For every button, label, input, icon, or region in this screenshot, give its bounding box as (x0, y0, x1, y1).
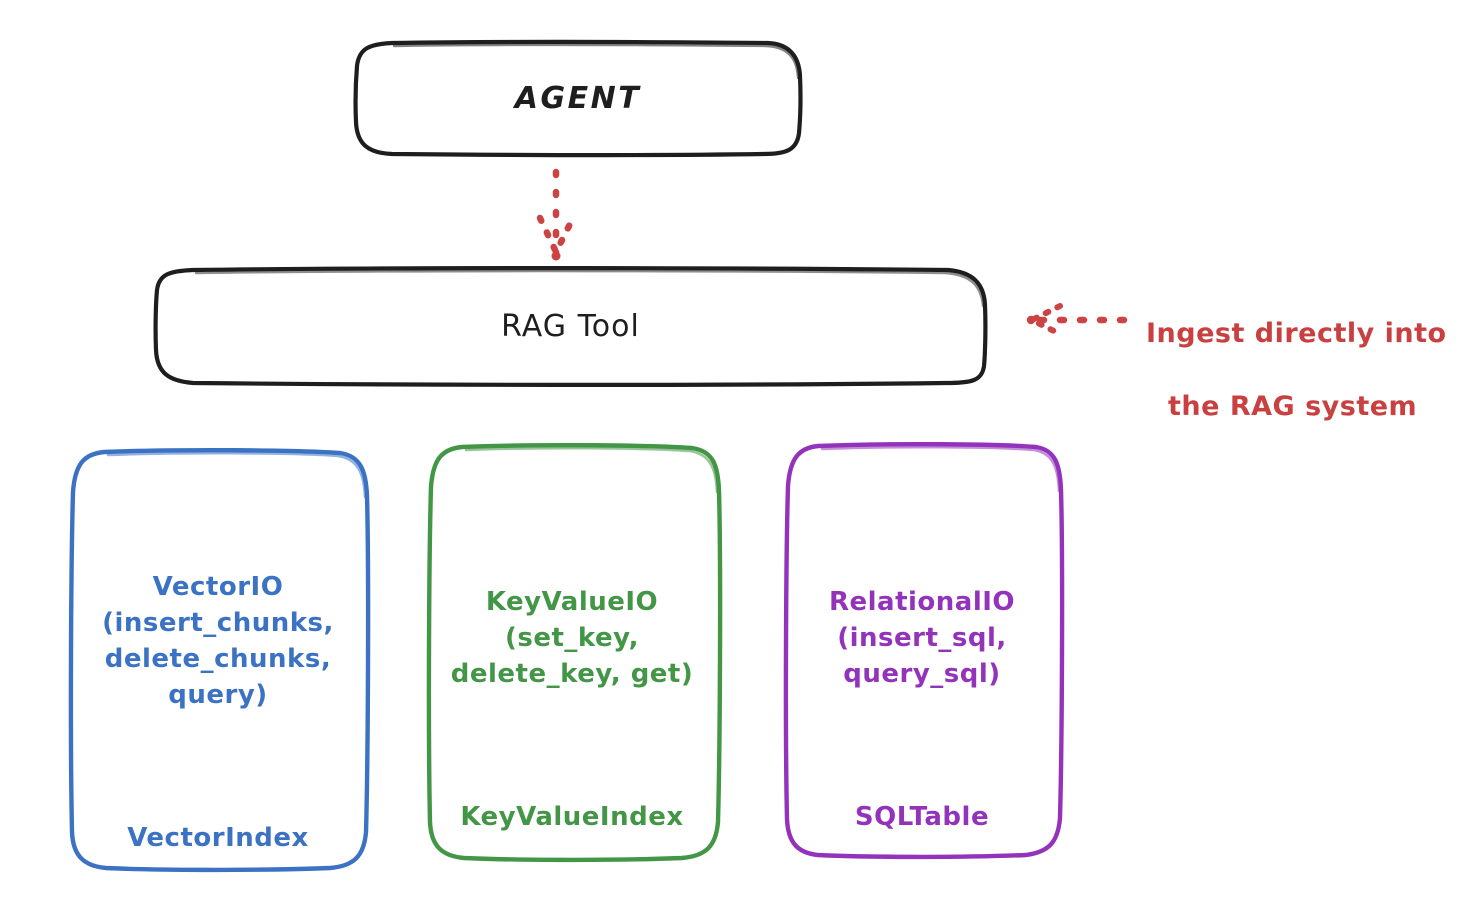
relational-io-node-shape[interactable] (783, 441, 1065, 860)
agent-to-rag-connector-icon (536, 168, 577, 261)
agent-node-shape[interactable] (353, 39, 803, 158)
key-value-io-node-shape[interactable] (426, 442, 723, 863)
ingest-connector-icon (1026, 303, 1132, 337)
vector-io-node-shape[interactable] (68, 447, 371, 873)
rag-tool-node-shape[interactable] (153, 266, 988, 387)
